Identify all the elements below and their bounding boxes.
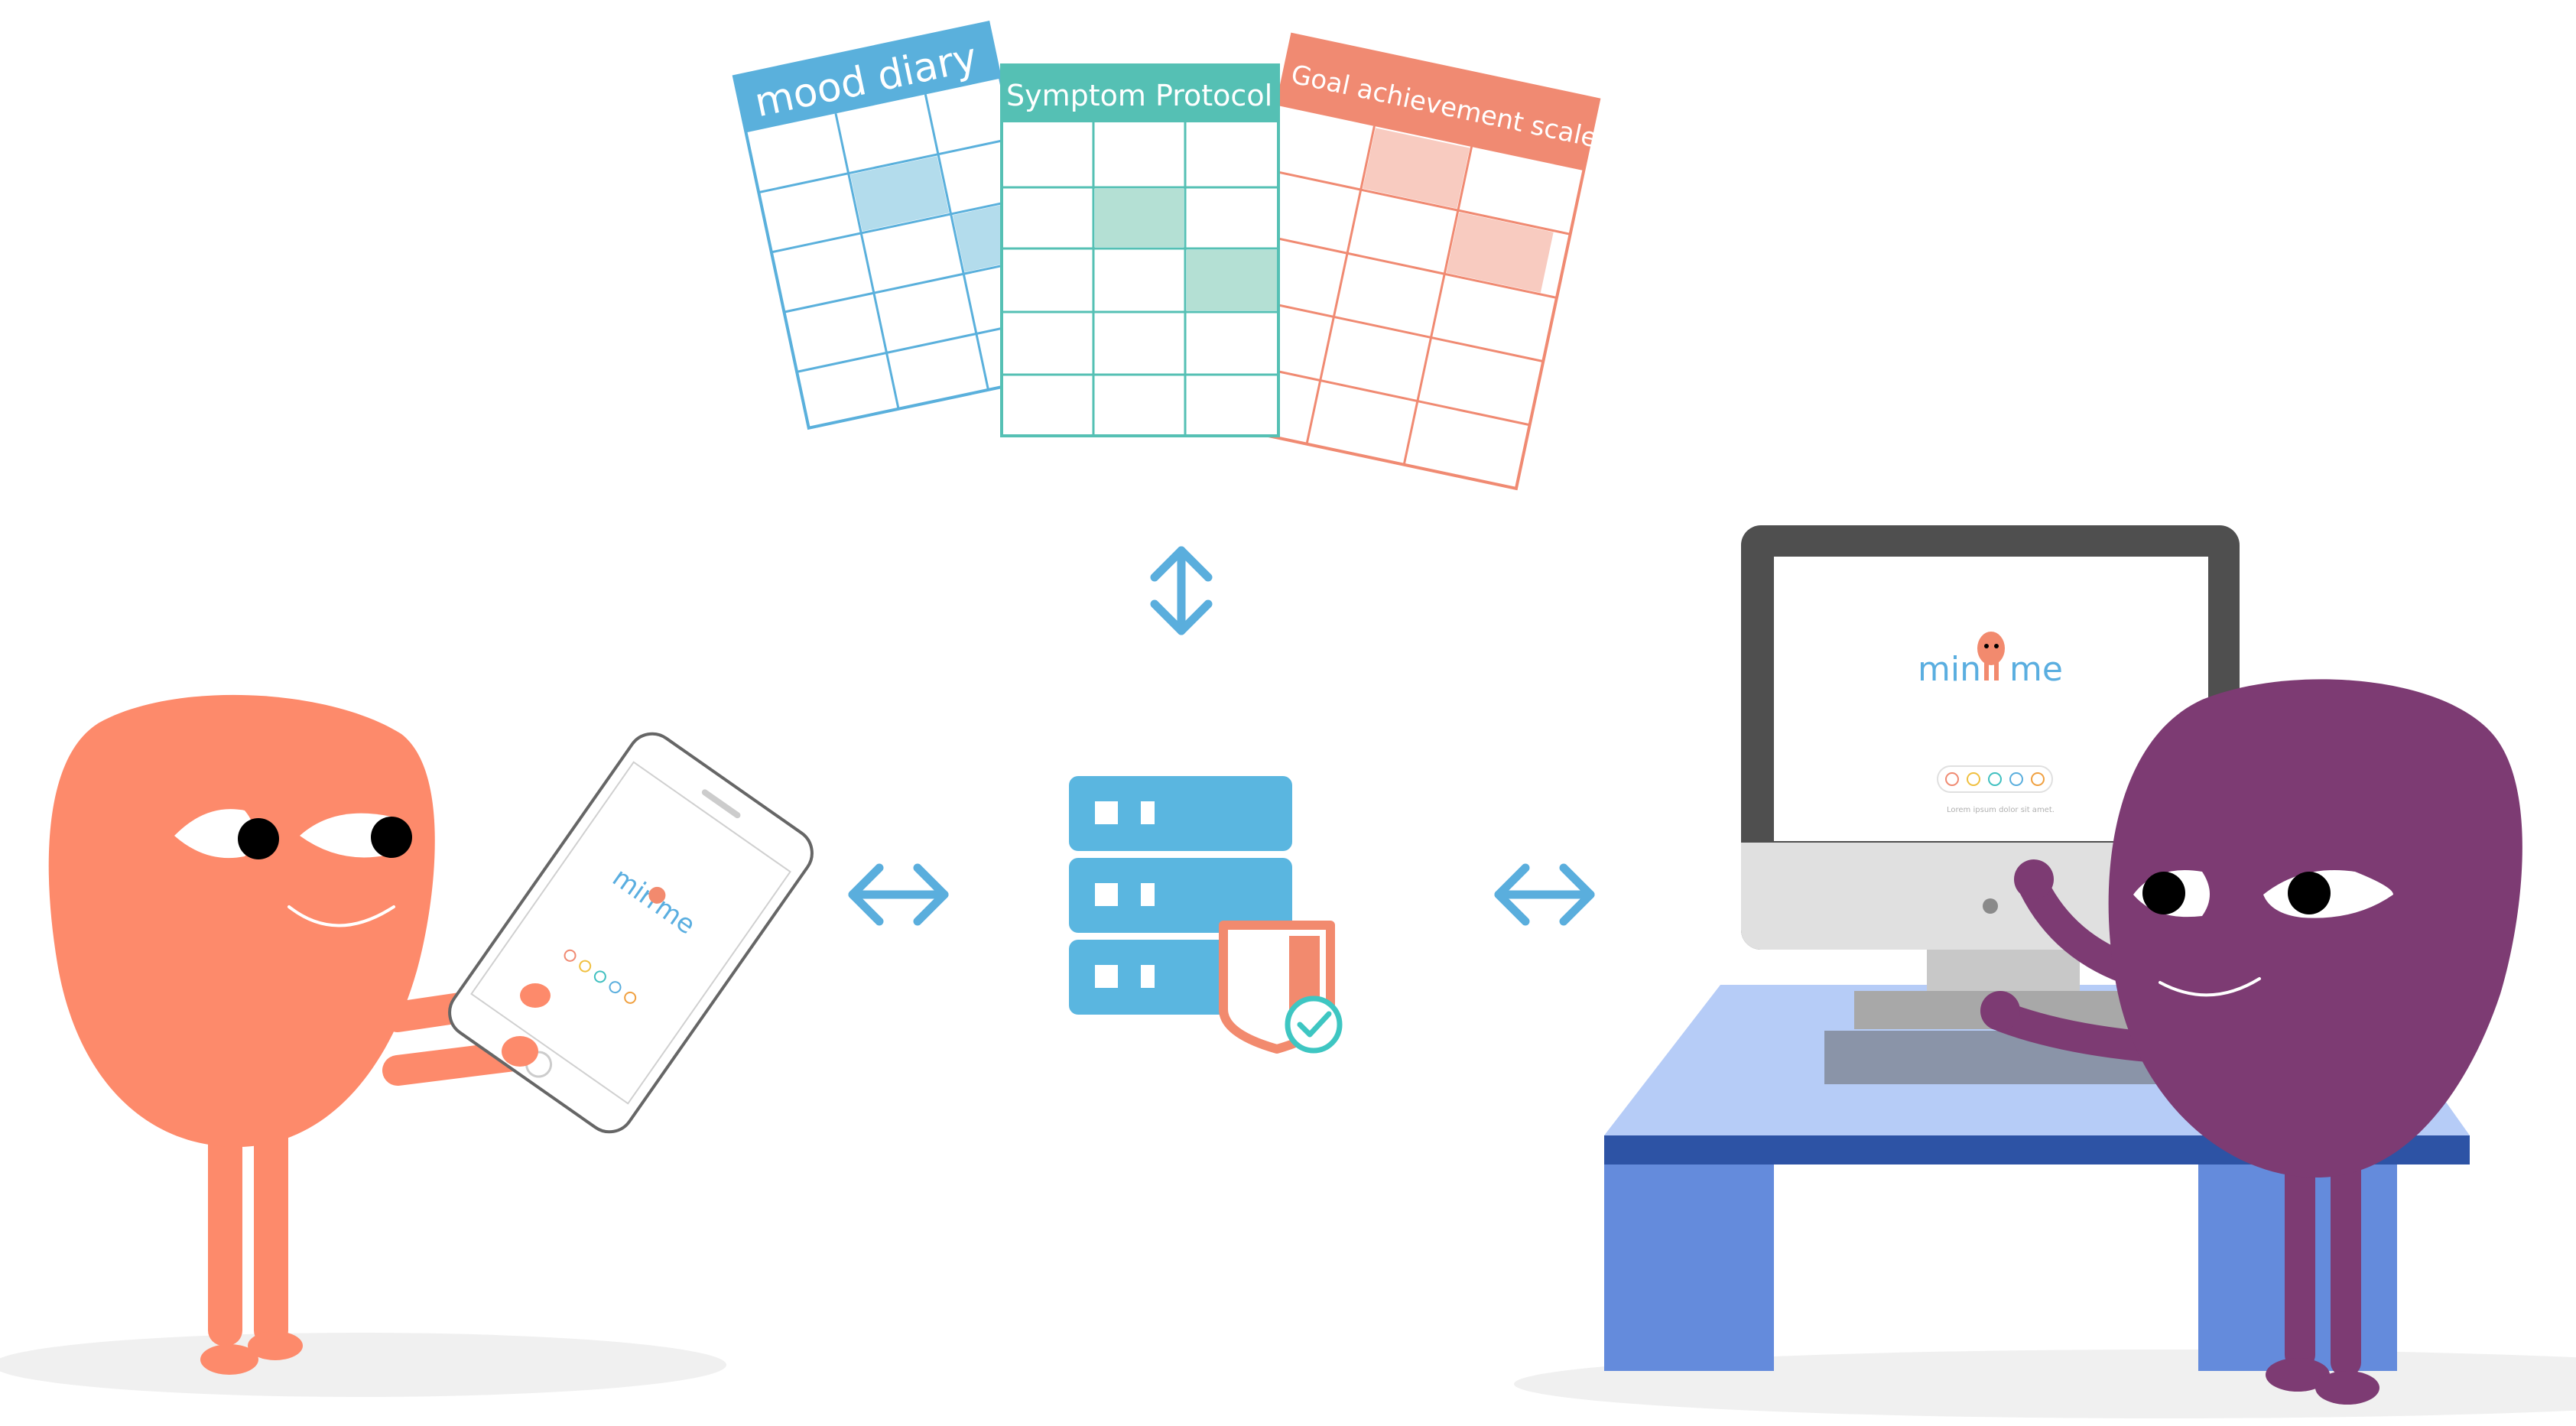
right-sync-arrow xyxy=(1494,863,1595,926)
screen-logo-mascot xyxy=(1977,632,2005,681)
symptom-protocol-sheet: Symptom Protocol xyxy=(1000,63,1280,437)
monitor-power-button xyxy=(1983,898,1998,914)
screen-mood-bar xyxy=(1937,765,2053,793)
check-badge-icon xyxy=(1285,996,1343,1054)
phone-device: min me xyxy=(448,732,814,1134)
mood-diary-cell-highlight xyxy=(849,156,950,232)
screen-mood-icons xyxy=(1945,772,2045,786)
symptom-protocol-header xyxy=(1002,65,1278,122)
goal-scale-cell-highlight xyxy=(1363,128,1470,209)
phone-logo-mascot xyxy=(648,886,666,904)
left-sync-arrow xyxy=(848,863,949,926)
symptom-protocol-title: Symptom Protocol xyxy=(1006,79,1272,112)
left-ground-shadow xyxy=(0,1333,726,1397)
phone-mood-icons xyxy=(564,949,637,1004)
symptom-protocol-cell-highlight xyxy=(1095,189,1184,247)
goal-scale-header xyxy=(1277,34,1600,171)
purple-character xyxy=(1980,679,2522,1405)
goal-scale-sheet: Goal achievement scale xyxy=(1207,32,1601,491)
symptom-protocol-cell-highlight xyxy=(1187,250,1277,310)
screen-logo-right: me xyxy=(2009,650,2063,689)
screen-caption: Lorem ipsum dolor sit amet. xyxy=(1947,806,2055,814)
orange-character-hand xyxy=(520,983,551,1008)
mood-diary-header xyxy=(734,22,1001,133)
screen-logo-left: min xyxy=(1918,650,1981,689)
mood-diary-sheet: mood diary xyxy=(732,20,1065,430)
orange-character xyxy=(48,694,543,1375)
orange-character-hand xyxy=(502,1036,538,1067)
goal-scale-cell-highlight xyxy=(1446,212,1554,293)
vertical-sync-arrow xyxy=(1150,546,1213,635)
